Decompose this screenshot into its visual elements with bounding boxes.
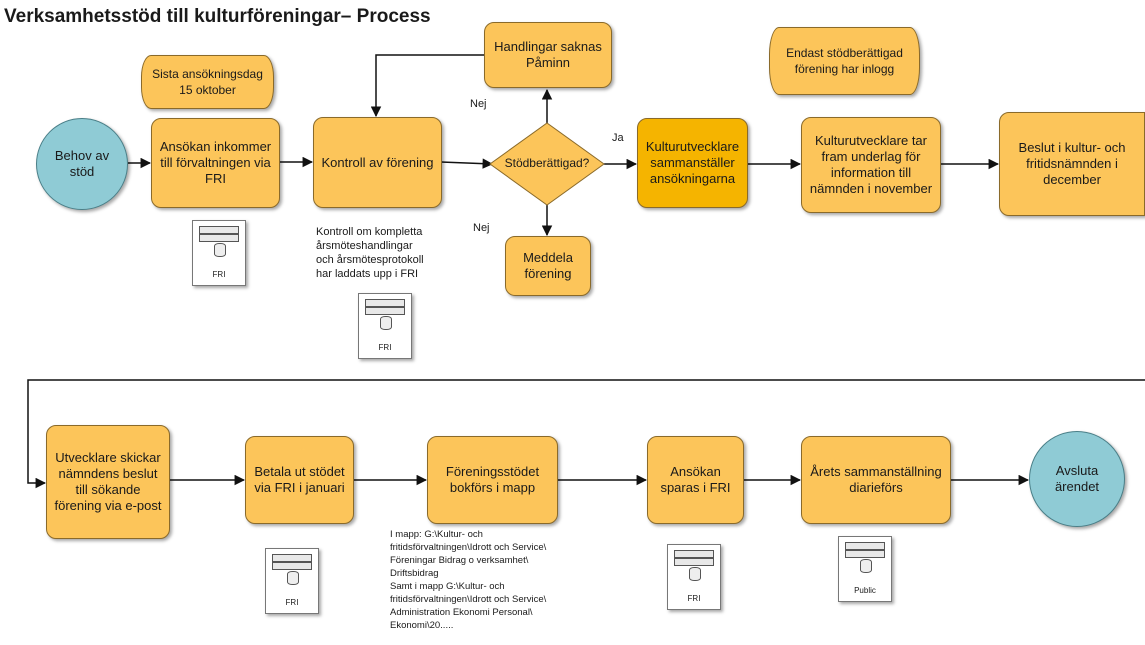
avsluta-circle: Avsluta ärendet xyxy=(1029,431,1125,527)
edge-kontroll-diamond xyxy=(440,158,494,169)
public-system-icon: Public xyxy=(838,536,892,602)
mapp-note: I mapp: G:\Kultur- och fritidsförvaltnin… xyxy=(390,529,547,631)
database-icon xyxy=(689,567,701,581)
kontroll-note: Kontroll om kompletta årsmöteshandlingar… xyxy=(316,226,424,280)
edge-label-nej-top: Nej xyxy=(470,98,487,110)
kontroll-label: Kontroll av förening xyxy=(321,154,434,170)
edge-wrap-skickar xyxy=(27,379,1145,489)
beslut-box: Beslut i kultur- och fritidsnämnden i de… xyxy=(999,112,1145,216)
meddela-label: Meddela förening xyxy=(523,250,573,281)
edge-label-ja: Ja xyxy=(612,132,624,144)
fri-label: FRI xyxy=(212,270,226,279)
betala-label: Betala ut stödet via FRI i januari xyxy=(254,464,345,495)
stodberattigad-label: Stödberättigad? xyxy=(504,156,590,170)
fri-label: FRI xyxy=(285,598,299,607)
skickar-box: Utvecklare skickar nämndens beslut till … xyxy=(46,425,170,539)
sammanstaller-label: Kulturutvecklare sammanställer ansökning… xyxy=(645,139,740,186)
sammanstaller-box: Kulturutvecklare sammanställer ansökning… xyxy=(637,118,748,208)
fri-system-icon-4: FRI xyxy=(667,544,721,610)
beslut-label: Beslut i kultur- och fritidsnämnden i de… xyxy=(1018,140,1126,187)
handlingar-label: Handlingar saknas Påminn xyxy=(494,39,602,70)
fri-system-icon-2: FRI xyxy=(358,293,412,359)
endast-label: Endast stödberättigad förening har inlog… xyxy=(786,46,903,76)
handlingar-box: Handlingar saknas Påminn xyxy=(484,22,612,88)
diarieforis-label: Årets sammanställning diarieförs xyxy=(810,464,942,495)
ansokan-inkommer-label: Ansökan inkommer till förvaltningen via … xyxy=(159,139,272,186)
ansokan-inkommer-box: Ansökan inkommer till förvaltningen via … xyxy=(151,118,280,208)
behov-circle: Behov av stöd xyxy=(36,118,128,210)
sista-cylinder: Sista ansökningsdag 15 oktober xyxy=(141,55,274,109)
kontroll-box: Kontroll av förening xyxy=(313,117,442,208)
underlag-label: Kulturutvecklare tar fram underlag för i… xyxy=(809,133,933,196)
fri-system-icon-1: FRI xyxy=(192,220,246,286)
stodberattigad-diamond xyxy=(489,122,605,206)
underlag-box: Kulturutvecklare tar fram underlag för i… xyxy=(801,117,941,213)
fri-system-icon-3: FRI xyxy=(265,548,319,614)
meddela-box: Meddela förening xyxy=(505,236,591,296)
sparas-label: Ansökan sparas i FRI xyxy=(660,464,731,495)
database-icon xyxy=(380,316,392,330)
database-icon xyxy=(214,243,226,257)
edge-handlingar-kontroll xyxy=(370,54,485,118)
sista-label: Sista ansökningsdag 15 oktober xyxy=(152,67,263,97)
edge-label-nej-bottom: Nej xyxy=(473,222,490,234)
database-icon xyxy=(860,559,872,573)
bokfors-label: Föreningsstödet bokförs i mapp xyxy=(445,464,540,495)
betala-box: Betala ut stödet via FRI i januari xyxy=(245,436,354,524)
endast-cylinder: Endast stödberättigad förening har inlog… xyxy=(769,27,920,95)
fri-label: FRI xyxy=(687,594,701,603)
sparas-box: Ansökan sparas i FRI xyxy=(647,436,744,524)
behov-label: Behov av stöd xyxy=(54,148,110,179)
database-icon xyxy=(287,571,299,585)
skickar-label: Utvecklare skickar nämndens beslut till … xyxy=(54,450,162,513)
bokfors-box: Föreningsstödet bokförs i mapp xyxy=(427,436,558,524)
diarieforis-box: Årets sammanställning diarieförs xyxy=(801,436,951,524)
page-title: Verksamhetsstöd till kulturföreningar– P… xyxy=(4,6,431,27)
fri-label: FRI xyxy=(378,343,392,352)
avsluta-label: Avsluta ärendet xyxy=(1054,463,1100,494)
public-label: Public xyxy=(854,586,876,595)
